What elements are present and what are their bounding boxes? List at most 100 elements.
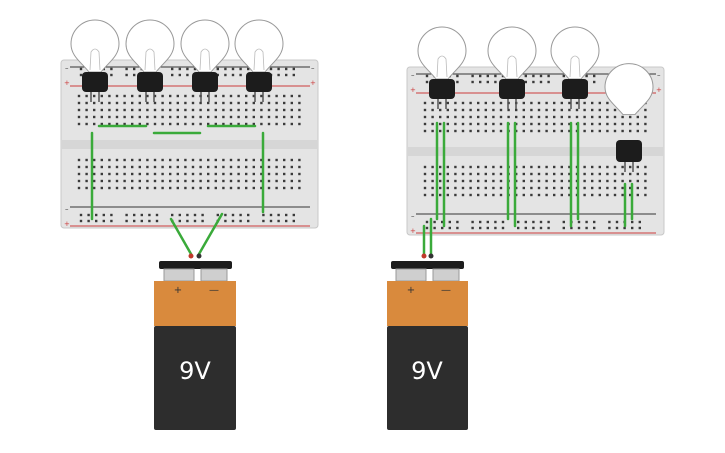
breadboard-hole (621, 122, 624, 126)
breadboard-hole (191, 172, 195, 176)
breadboard-hole (583, 101, 586, 105)
breadboard-hole (247, 213, 250, 217)
breadboard-hole (598, 129, 601, 133)
breadboard-hole (461, 129, 465, 133)
breadboard-hole (530, 115, 533, 119)
breadboard-hole (176, 186, 179, 190)
breadboard-hole (598, 165, 601, 169)
breadboard-hole (176, 94, 179, 98)
bulb-socket (82, 72, 108, 92)
breadboard-hole (199, 122, 202, 126)
breadboard-hole (522, 179, 525, 183)
breadboard-hole (237, 165, 240, 169)
breadboard-hole (252, 172, 255, 176)
breadboard-hole (100, 108, 103, 112)
breadboard-hole (469, 165, 472, 169)
breadboard-hole (608, 220, 611, 224)
breadboard-hole (448, 220, 451, 224)
breadboard-hole (199, 179, 202, 183)
breadboard-hole (191, 165, 195, 169)
left-bulbs (70, 19, 284, 102)
right-battery-label: 9V (411, 357, 443, 385)
breadboard-hole (115, 179, 119, 183)
breadboard-hole (591, 186, 594, 190)
breadboard-hole (193, 213, 197, 217)
breadboard-hole (77, 172, 81, 176)
breadboard-hole (484, 101, 487, 105)
breadboard-hole (77, 179, 81, 183)
breadboard-hole (269, 213, 273, 217)
breadboard-hole (486, 74, 489, 78)
breadboard-hole (298, 101, 301, 105)
breadboard-hole (560, 122, 563, 126)
breadboard-hole (484, 115, 487, 119)
breadboard-hole (133, 219, 136, 223)
breadboard-hole (461, 186, 465, 190)
breadboard-hole (469, 186, 472, 190)
breadboard-hole (439, 172, 442, 176)
breadboard-hole (123, 94, 126, 98)
breadboard-hole (184, 94, 187, 98)
breadboard-hole (446, 129, 449, 133)
breadboard-hole (560, 101, 563, 105)
breadboard-hole (131, 172, 134, 176)
breadboard-hole (499, 101, 503, 105)
breadboard-hole (262, 219, 265, 223)
breadboard-hole (484, 193, 487, 197)
right-rail-plus-mark-right: + (656, 86, 662, 94)
breadboard-hole (629, 186, 632, 190)
breadboard-hole (644, 129, 647, 133)
breadboard-hole (146, 101, 149, 105)
breadboard-hole (517, 226, 520, 230)
breadboard-hole (237, 94, 240, 98)
breadboard-hole (214, 115, 217, 119)
breadboard-hole (560, 186, 563, 190)
breadboard-hole (115, 101, 119, 105)
breadboard-hole (530, 193, 533, 197)
left-battery-plus-sign: + (174, 285, 182, 296)
breadboard-hole (207, 94, 210, 98)
breadboard-hole (461, 172, 465, 176)
breadboard-hole (545, 172, 548, 176)
breadboard-hole (186, 219, 189, 223)
breadboard-hole (153, 122, 157, 126)
right-battery-body (387, 326, 468, 430)
breadboard-hole (161, 179, 164, 183)
breadboard-hole (522, 101, 525, 105)
breadboard-hole (606, 172, 609, 176)
breadboard-hole (247, 219, 250, 223)
breadboard-hole (260, 115, 263, 119)
breadboard-hole (169, 108, 172, 112)
breadboard-hole (446, 193, 449, 197)
breadboard-hole (275, 108, 278, 112)
breadboard-hole (456, 226, 459, 230)
breadboard-hole (568, 172, 571, 176)
breadboard-hole (214, 158, 217, 162)
breadboard-hole (507, 115, 510, 119)
breadboard-hole (494, 74, 497, 78)
breadboard-hole (267, 186, 271, 190)
breadboard-hole (224, 213, 227, 217)
breadboard-hole (568, 101, 571, 105)
breadboard-hole (577, 220, 581, 224)
breadboard-hole (454, 115, 457, 119)
breadboard-hole (545, 101, 548, 105)
breadboard-hole (252, 101, 255, 105)
breadboard-hole (169, 158, 172, 162)
breadboard-hole (269, 67, 273, 71)
breadboard-hole (283, 94, 286, 98)
breadboard-hole (606, 179, 609, 183)
breadboard-hole (207, 101, 210, 105)
breadboard-hole (153, 158, 157, 162)
breadboard-hole (260, 165, 263, 169)
breadboard-hole (229, 115, 233, 119)
breadboard-hole (591, 101, 594, 105)
breadboard-hole (292, 219, 295, 223)
breadboard-hole (439, 115, 442, 119)
breadboard-hole (591, 165, 594, 169)
breadboard-hole (501, 220, 505, 224)
breadboard-hole (123, 179, 126, 183)
bulb-socket (246, 72, 272, 92)
breadboard-hole (290, 108, 293, 112)
breadboard-hole (598, 101, 601, 105)
